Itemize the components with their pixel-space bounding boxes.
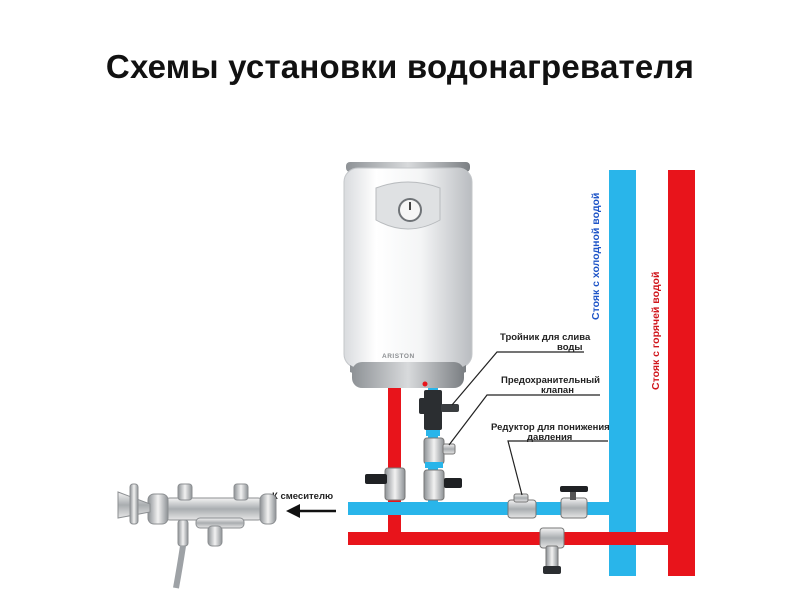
safety-valve-label-line1: Предохранительный [501,375,600,386]
tee-label-line2: воды [557,342,583,353]
to-mixer-label: К смесителю [272,491,333,502]
page-title: Схемы установки водонагревателя [105,48,695,85]
hot-horizontal-pipe [348,532,682,545]
hot-riser-label: Стояк с горячей водой [650,272,662,390]
brand-logo: ARISTON [382,353,415,360]
cold-horizontal-pipe [348,502,620,515]
hot-outlet-valve [365,467,406,501]
drain-tee-fitting [419,390,459,436]
mixer-faucet [117,483,277,589]
hot-riser-pipe [668,170,695,576]
tee-label-line1: Тройник для слива [500,332,591,343]
to-mixer-arrow-icon [286,504,336,518]
reducer-label-line1: Редуктор для понижения [491,422,610,433]
cold-riser-label: Стояк с холодной водой [590,193,602,320]
cold-inlet-valve [423,469,462,501]
pressure-reducer [507,493,537,519]
hot-shutoff-valve [539,527,565,574]
reducer-label-line2: давления [527,432,572,443]
reducer-leader-line [507,440,608,496]
hot-outlet-pipe [388,386,401,544]
safety-valve-label-line2: клапан [541,385,574,396]
cold-riser-pipe [609,170,636,576]
tee-leader-line [451,351,584,406]
water-heater: ARISTON [343,162,473,388]
safety-leader-line [448,394,600,446]
safety-valve [423,437,456,468]
cold-shutoff-valve [560,486,588,519]
